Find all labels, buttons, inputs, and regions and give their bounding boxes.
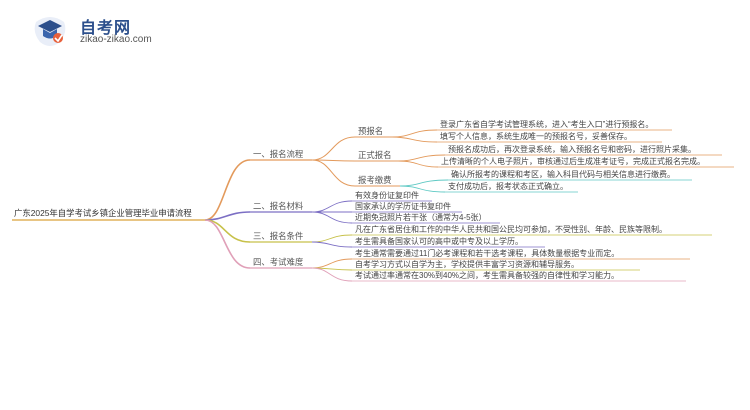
svg-text:凡在广东省居住和工作的中华人民共和国公民均可参加，不受性别、: 凡在广东省居住和工作的中华人民共和国公民均可参加，不受性别、年龄、民族等限制。 (355, 224, 667, 234)
subbranch-label: 预报名 (358, 126, 383, 136)
branch-exam-difficulty[interactable]: 四、考试难度 (250, 257, 312, 269)
branch-registration-process[interactable]: 一、报名流程 (250, 149, 312, 161)
svg-text:有效身份证复印件: 有效身份证复印件 (355, 190, 419, 200)
subbranch-formal-registration[interactable]: 正式报名 (355, 150, 398, 162)
svg-text:考生通常需要通过11门必考课程和若干选考课程，具体数量根据专: 考生通常需要通过11门必考课程和若干选考课程，具体数量根据专业而定。 (355, 248, 619, 258)
svg-text:确认所报考的课程和考区，输入科目代码与相关信息进行缴费。: 确认所报考的课程和考区，输入科目代码与相关信息进行缴费。 (451, 169, 675, 179)
leaf-item: 考生通常需要通过11门必考课程和若干选考课程，具体数量根据专业而定。 (352, 248, 690, 260)
subbranch-pre-registration[interactable]: 预报名 (355, 126, 392, 138)
leaf-item: 有效身份证复印件 (352, 190, 432, 202)
svg-text:支付成功后，报考状态正式确立。: 支付成功后，报考状态正式确立。 (448, 181, 568, 191)
branch-label: 三、报名条件 (253, 231, 303, 241)
leaf-item: 登录广东省自学考试管理系统，进入“考生入口”进行预报名。 (437, 119, 672, 131)
leaf-item: 填写个人信息，系统生成唯一的预报名号，妥善保存。 (437, 131, 662, 143)
branch-label: 一、报名流程 (253, 149, 304, 159)
leaf-item: 凡在广东省居住和工作的中华人民共和国公民均可参加，不受性别、年龄、民族等限制。 (352, 224, 712, 236)
svg-text:考生需具备国家认可的高中或中专及以上学历。: 考生需具备国家认可的高中或中专及以上学历。 (355, 236, 523, 246)
subbranch-fee-payment[interactable]: 报考缴费 (355, 175, 400, 187)
leaf-item: 上传清晰的个人电子照片，审核通过后生成准考证号，完成正式报名完成。 (438, 156, 734, 168)
connector-branch-4 (204, 219, 251, 269)
svg-text:考试通过率通常在30%到40%之间，考生需具备较强的自律性和: 考试通过率通常在30%到40%之间，考生需具备较强的自律性和学习能力。 (355, 270, 619, 280)
subbranch-label: 正式报名 (358, 150, 392, 160)
site-logo[interactable]: 自考网 zikao-zikao.com (30, 12, 200, 52)
connector-branch-3 (204, 219, 251, 243)
svg-text:登录广东省自学考试管理系统，进入“考生入口”进行预报名。: 登录广东省自学考试管理系统，进入“考生入口”进行预报名。 (440, 119, 653, 129)
leaf-item: 考试通过率通常在30%到40%之间，考生需具备较强的自律性和学习能力。 (352, 270, 686, 282)
logo-url: zikao-zikao.com (80, 34, 152, 45)
logo-title: 自考网 (80, 20, 132, 37)
svg-text:自考学习方式以自学为主，学校提供丰富学习资源和辅导服务。: 自考学习方式以自学为主，学校提供丰富学习资源和辅导服务。 (355, 259, 579, 269)
leaf-item: 国家承认的学历证书复印件 (352, 201, 462, 213)
svg-text:预报名成功后，再次登录系统，输入预报名号和密码，进行照片采集: 预报名成功后，再次登录系统，输入预报名号和密码，进行照片采集。 (448, 144, 696, 154)
branch-registration-materials[interactable]: 二、报名材料 (250, 201, 312, 213)
svg-text:填写个人信息，系统生成唯一的预报名号，妥善保存。: 填写个人信息，系统生成唯一的预报名号，妥善保存。 (440, 131, 632, 141)
root-node: 广东2025年自学考试乡镇企业管理毕业申请流程 (12, 208, 205, 221)
leaf-item: 考生需具备国家认可的高中或中专及以上学历。 (352, 236, 545, 248)
subbranch-label: 报考缴费 (358, 175, 392, 185)
root-label: 广东2025年自学考试乡镇企业管理毕业申请流程 (14, 208, 192, 218)
svg-text:国家承认的学历证书复印件: 国家承认的学历证书复印件 (355, 201, 451, 211)
branch-label: 二、报名材料 (253, 201, 304, 211)
logo-graduation-cap-icon (34, 17, 66, 46)
leaf-item: 确认所报考的课程和考区，输入科目代码与相关信息进行缴费。 (448, 169, 692, 181)
svg-text:上传清晰的个人电子照片，审核通过后生成准考证号，完成正式报名: 上传清晰的个人电子照片，审核通过后生成准考证号，完成正式报名完成。 (441, 156, 705, 166)
leaf-item: 近期免冠照片若干张（通常为4-5张） (352, 212, 500, 224)
leaf-item: 自考学习方式以自学为主，学校提供丰富学习资源和辅导服务。 (352, 259, 640, 271)
leaf-item: 预报名成功后，再次登录系统，输入预报名号和密码，进行照片采集。 (445, 144, 722, 156)
branch-label: 四、考试难度 (253, 257, 304, 267)
branch-registration-requirements[interactable]: 三、报名条件 (250, 231, 312, 243)
connector-branch-1 (204, 159, 251, 221)
svg-text:近期免冠照片若干张（通常为4-5张）: 近期免冠照片若干张（通常为4-5张） (355, 212, 487, 222)
leaf-item: 支付成功后，报考状态正式确立。 (445, 181, 578, 193)
connector-branch-2 (204, 211, 251, 221)
